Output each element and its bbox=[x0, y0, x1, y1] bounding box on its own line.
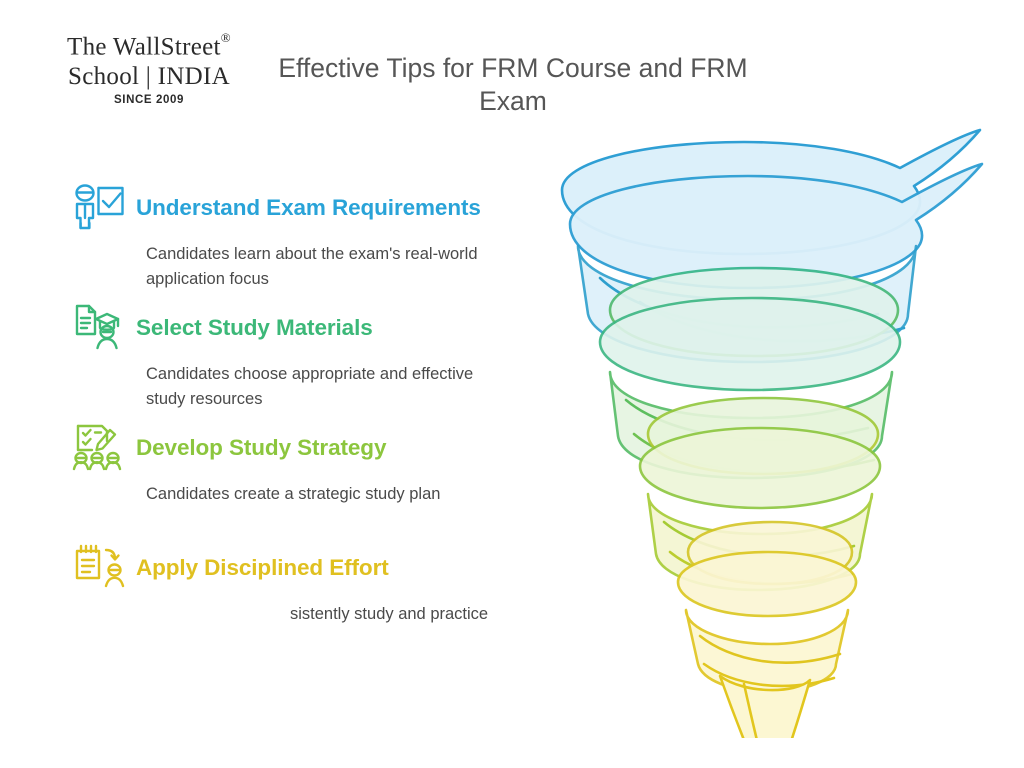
step-2-title: Select Study Materials bbox=[136, 315, 373, 340]
step-4-header: Apply Disciplined Effort bbox=[70, 540, 570, 596]
checklist-pen-people-icon bbox=[72, 424, 122, 471]
registered-trademark-icon: ® bbox=[220, 30, 231, 45]
step-4-description: sistently study and practice bbox=[290, 605, 489, 623]
document-graduate-icon bbox=[75, 304, 120, 350]
steps-list: Understand Exam Requirements Candidates … bbox=[70, 180, 570, 660]
spiral-funnel-graphic bbox=[560, 128, 984, 738]
step-3-header: Develop Study Strategy bbox=[70, 420, 570, 476]
logo-line-2: School | INDIA bbox=[68, 63, 230, 91]
step-4-title: Apply Disciplined Effort bbox=[136, 555, 389, 580]
step-item-3: Develop Study Strategy Candidates create… bbox=[70, 420, 570, 540]
step-2-description: Candidates choose appropriate and effect… bbox=[146, 365, 474, 408]
step-1-header: Understand Exam Requirements bbox=[70, 180, 570, 236]
step-item-4: Apply Disciplined Effort sistently study… bbox=[70, 540, 570, 660]
step-1-title: Understand Exam Requirements bbox=[136, 195, 481, 220]
brand-logo: The WallStreet® School | INDIA SINCE 200… bbox=[34, 26, 264, 106]
logo-since-text: SINCE 2009 bbox=[114, 94, 184, 107]
step-3-title: Develop Study Strategy bbox=[136, 435, 387, 460]
step-item-2: Select Study Materials Candidates choose… bbox=[70, 300, 570, 420]
step-2-header: Select Study Materials bbox=[70, 300, 570, 356]
step-3-description: Candidates create a strategic study plan bbox=[146, 485, 441, 503]
person-checkbox-icon bbox=[75, 184, 124, 230]
page-title: Effective Tips for FRM Course and FRM Ex… bbox=[278, 53, 748, 116]
notepad-arrow-person-icon bbox=[75, 544, 125, 588]
logo-brand-text: The WallStreet bbox=[67, 33, 221, 61]
step-item-1: Understand Exam Requirements Candidates … bbox=[70, 180, 570, 300]
logo-line-1: The WallStreet® bbox=[67, 26, 231, 62]
step-1-description: Candidates learn about the exam's real-w… bbox=[146, 245, 478, 288]
